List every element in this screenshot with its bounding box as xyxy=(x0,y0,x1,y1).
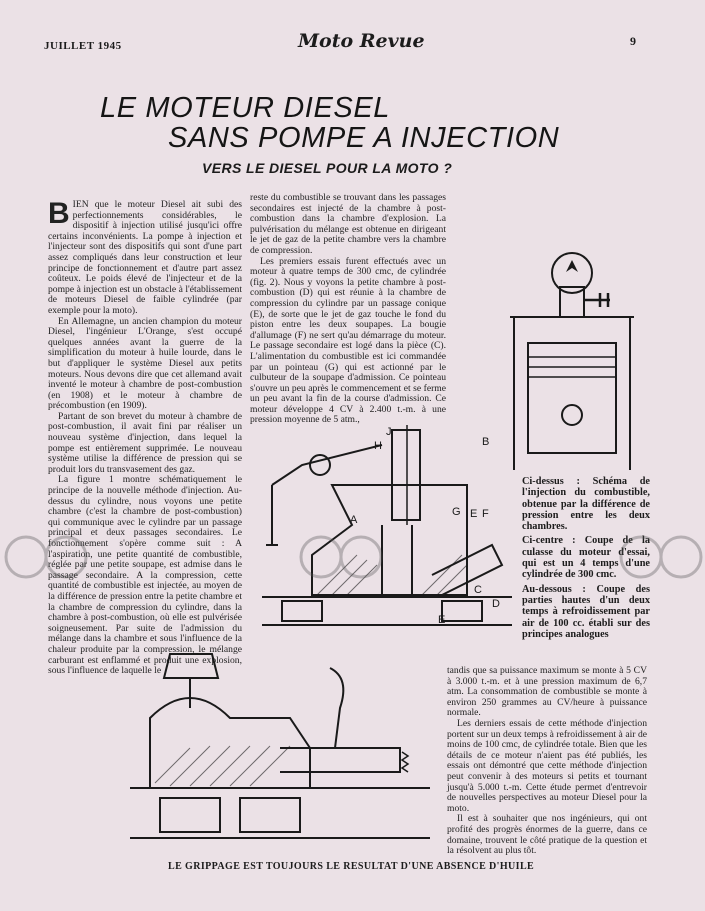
paragraph: reste du combustible se trouvant dans le… xyxy=(250,192,446,256)
piston-pin xyxy=(561,404,583,426)
label-g: G xyxy=(452,506,461,518)
label-e-upper: E xyxy=(470,508,477,520)
watermark-left xyxy=(0,530,92,584)
figure-caption: Ci-dessus : Schéma de l'injection du com… xyxy=(522,476,650,643)
head-dome xyxy=(149,697,311,789)
label-e-lower: E xyxy=(438,614,445,626)
article-title-line2: SANS POMPE A INJECTION xyxy=(168,122,560,154)
page-number: 9 xyxy=(630,34,636,48)
cylinder-block-line xyxy=(262,596,512,626)
cylinder-outline xyxy=(130,787,430,839)
article-title-line1: LE MOTEUR DIESEL xyxy=(100,92,390,124)
caption-center: Ci-centre : Coupe de la culasse du moteu… xyxy=(522,535,650,581)
section-hatching xyxy=(316,554,468,596)
chamber-neck xyxy=(559,286,585,318)
article-column-3: tandis que sa puissance maximum se monte… xyxy=(447,665,647,857)
caption-top: Ci-dessus : Schéma de l'injection du com… xyxy=(522,476,650,533)
injector-body xyxy=(280,747,401,773)
flame-mark xyxy=(566,260,578,272)
transfer-port xyxy=(239,797,301,833)
footer-slogan: LE GRIPPAGE EST TOUJOURS LE RESULTAT D'U… xyxy=(168,861,535,872)
spark-plug xyxy=(431,543,504,596)
fin-right xyxy=(441,600,483,622)
paragraph: La figure 1 montre schématiquement le pr… xyxy=(48,474,242,677)
exhaust-port xyxy=(159,797,221,833)
paragraph: tandis que sa puissance maximum se monte… xyxy=(447,665,647,719)
label-c: C xyxy=(474,584,482,596)
hex-nut xyxy=(162,653,220,679)
fin-left xyxy=(281,600,323,622)
piston-rings xyxy=(528,356,616,378)
label-f: F xyxy=(482,508,489,520)
caption-bottom: Au-dessous : Coupe des parties hautes d'… xyxy=(522,583,650,640)
watermark-right xyxy=(615,530,705,584)
label-d: D xyxy=(492,598,500,610)
watermark-center xyxy=(295,530,387,584)
masthead-logo: Moto Revue xyxy=(298,30,425,52)
cylinder-head-section-figure: H J B A G F E C D E xyxy=(262,425,512,626)
drop-cap: B xyxy=(48,197,70,230)
label-a: A xyxy=(350,514,358,526)
head-casting xyxy=(311,484,468,596)
rocker-arm xyxy=(271,444,383,486)
label-j: J xyxy=(386,426,392,438)
paragraph: Il est à souhaiter que nos ingénieurs, q… xyxy=(447,813,647,857)
paragraph: Les premiers essais furent effectués ave… xyxy=(250,255,446,426)
post-combustion-chamber xyxy=(381,525,413,596)
paragraph: En Allemagne, un ancien champion du mote… xyxy=(48,315,242,412)
needle-valve xyxy=(584,293,610,307)
rocker-pivot xyxy=(309,454,331,476)
section-hatching xyxy=(154,745,291,787)
issue-date: JUILLET 1945 xyxy=(44,40,122,52)
bulb-chamber xyxy=(551,252,593,294)
lever-arm xyxy=(329,667,345,749)
piston xyxy=(527,342,617,454)
injection-schematic-figure xyxy=(510,252,634,470)
article-subtitle: VERS LE DIESEL POUR LA MOTO ? xyxy=(202,160,453,176)
needle-body xyxy=(391,429,421,521)
push-rod xyxy=(266,485,278,546)
two-stroke-section-figure xyxy=(130,653,430,839)
paragraph: Partant de son brevet du moteur à chambr… xyxy=(48,410,242,475)
spring xyxy=(400,751,410,773)
article-column-2: reste du combustible se trouvant dans le… xyxy=(250,192,446,426)
label-h: H xyxy=(374,440,382,452)
label-b: B xyxy=(482,436,489,448)
cylinder-wall xyxy=(513,317,631,470)
paragraph: Les derniers essais de cette méthode d'i… xyxy=(447,717,647,814)
